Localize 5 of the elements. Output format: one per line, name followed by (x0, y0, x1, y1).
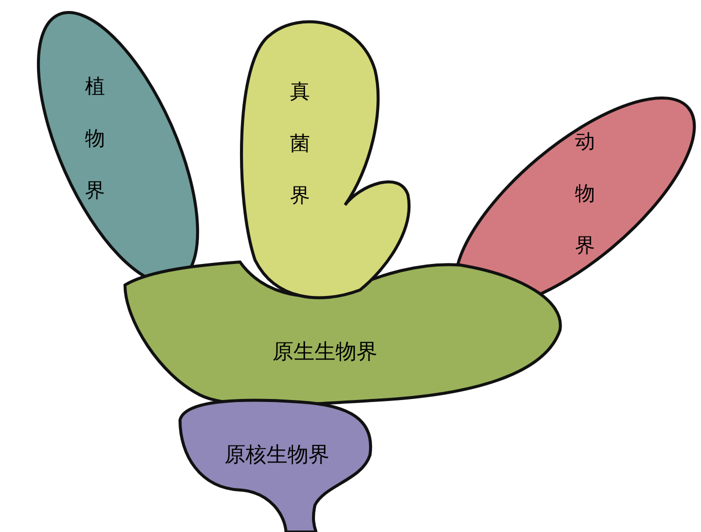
kingdom-label: 植物界 (85, 73, 105, 204)
kingdom-label: 原核生物界 (224, 441, 330, 468)
kingdom-label: 真菌界 (290, 78, 310, 209)
kingdom-label: 动物界 (575, 128, 595, 259)
kingdom-label: 原生生物界 (272, 338, 378, 366)
